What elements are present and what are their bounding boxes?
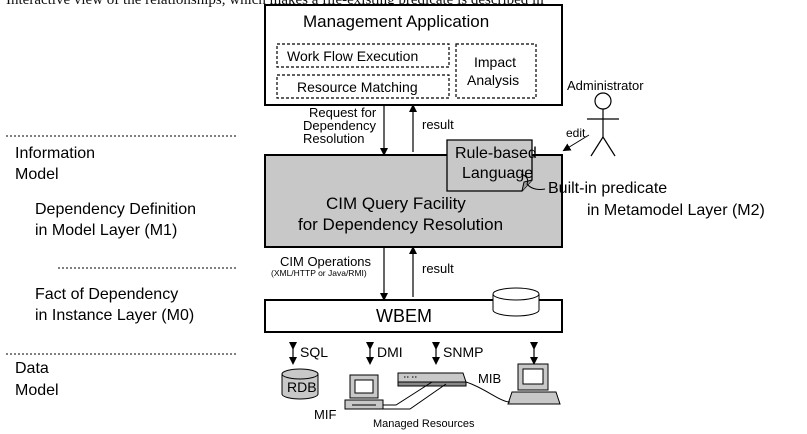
- dmi-label: DMI: [377, 344, 403, 360]
- rdb-cylinder: [281, 368, 319, 400]
- request-label-line1: Request for: [309, 105, 377, 120]
- dependency-resolution-label: for Dependency Resolution: [298, 215, 504, 234]
- repository-cylinder: [492, 287, 540, 317]
- administrator-label: Administrator: [567, 78, 644, 93]
- edit-arrow: [562, 134, 590, 152]
- cim-query-facility-label: CIM Query Facility: [326, 194, 466, 213]
- metamodel-layer-label: in Metamodel Layer (M2): [587, 202, 765, 219]
- builtin-predicate-label: Built-in predicate: [548, 180, 668, 197]
- request-label-line3: Resolution: [303, 131, 365, 146]
- wbem-label: WBEM: [376, 306, 432, 326]
- result-label-upper: result: [422, 117, 454, 132]
- edit-label: edit: [566, 126, 586, 140]
- resource-matching-label: Resource Matching: [297, 79, 418, 95]
- resource-matching-box: [276, 74, 450, 99]
- workflow-execution-label: Work Flow Execution: [287, 48, 419, 64]
- impact-analysis-box: [455, 43, 537, 99]
- computer-left-icon: [344, 374, 384, 410]
- cropped-caption-text: Interactive view of the relationships, w…: [6, 0, 544, 8]
- fact-of-dependency-label: Fact of Dependency: [35, 286, 179, 303]
- data-model-label: Model: [15, 382, 59, 399]
- workflow-execution-box: [276, 43, 450, 68]
- analysis-label: Analysis: [467, 72, 520, 88]
- instance-layer-label: in Instance Layer (M0): [35, 307, 195, 324]
- sql-label: SQL: [300, 344, 329, 360]
- data-label: Data: [15, 360, 49, 377]
- network-hub-icon: [397, 372, 467, 387]
- rdb-label: RDB: [287, 379, 317, 395]
- mif-label: MIF: [314, 407, 337, 422]
- mib-label: MIB: [478, 371, 502, 386]
- result-label-lower: result: [422, 261, 454, 276]
- dependency-definition-label: Dependency Definition: [35, 201, 196, 218]
- rule-based-label: Rule-based: [455, 145, 537, 162]
- cim-operations-protocols-label: (XML/HTTP or Java/RMI): [271, 268, 367, 278]
- information-model-label: Model: [15, 166, 59, 183]
- information-label: Information: [15, 145, 96, 162]
- impact-label: Impact: [474, 54, 517, 70]
- snmp-label: SNMP: [443, 344, 484, 360]
- builtin-leader-line: [520, 173, 546, 190]
- request-label-line2: Dependency: [303, 118, 376, 133]
- computer-right-icon: [507, 363, 561, 405]
- managed-resources-label: Managed Resources: [373, 418, 475, 430]
- network-cables: [377, 381, 511, 410]
- cim-operations-label: CIM Operations: [280, 254, 372, 269]
- management-application-title: Management Application: [303, 12, 490, 31]
- administrator-figure: [587, 92, 619, 157]
- language-label: Language: [462, 165, 534, 182]
- model-layer-label: in Model Layer (M1): [35, 222, 178, 239]
